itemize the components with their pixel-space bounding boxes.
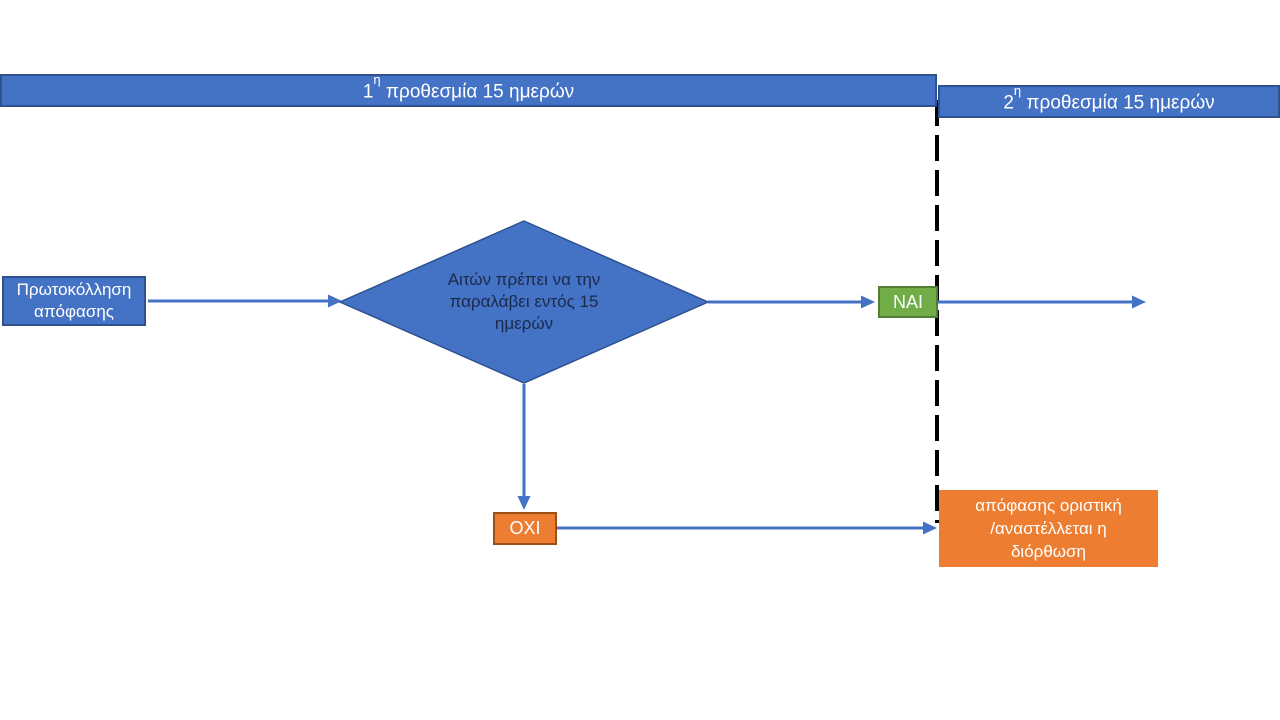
decision-node-line: ημερών	[494, 314, 554, 333]
no-label-node: ΟΧΙ	[493, 512, 557, 545]
banner-text: 1η προθεσμία 15 ημερών	[362, 71, 575, 103]
outcome-node-line: απόφασης οριστική	[975, 496, 1122, 515]
start-node-line: απόφασης	[33, 302, 114, 321]
arrowhead-yes-onward	[1132, 295, 1146, 309]
yes-label-text: ΝΑΙ	[892, 291, 923, 312]
decision-node-line: Αιτών πρέπει να την	[447, 270, 601, 289]
arrowhead-decision-to-yes	[861, 295, 875, 309]
yes-label-node: ΝΑΙ	[878, 286, 938, 318]
outcome-node-line: διόρθωση	[1010, 542, 1087, 561]
banner-text: 2η προθεσμία 15 ημερών	[1003, 82, 1215, 114]
start-node-protocol-decision: Πρωτοκόλληση απόφασης	[2, 276, 146, 326]
outcome-node-final-decision: απόφασης οριστική /αναστέλλεται η διόρθω…	[939, 490, 1158, 567]
decision-node-label: Αιτών πρέπει να την παραλάβει εντός 15 η…	[404, 267, 644, 337]
timeline-banner-second-deadline: 2η προθεσμία 15 ημερών	[938, 82, 1280, 118]
arrowhead-no-to-outcome	[923, 521, 937, 535]
decision-node-line: παραλάβει εντός 15	[449, 292, 599, 311]
arrowhead-start-to-decision	[328, 294, 342, 308]
decision-diamond-shape	[338, 220, 710, 384]
arrowhead-decision-to-no	[517, 496, 531, 510]
outcome-node-line: /αναστέλλεται η	[990, 519, 1107, 538]
start-node-line: Πρωτοκόλληση	[16, 280, 132, 299]
no-label-text: ΟΧΙ	[509, 518, 541, 538]
timeline-banner-first-deadline: 1η προθεσμία 15 ημερών	[0, 71, 937, 107]
